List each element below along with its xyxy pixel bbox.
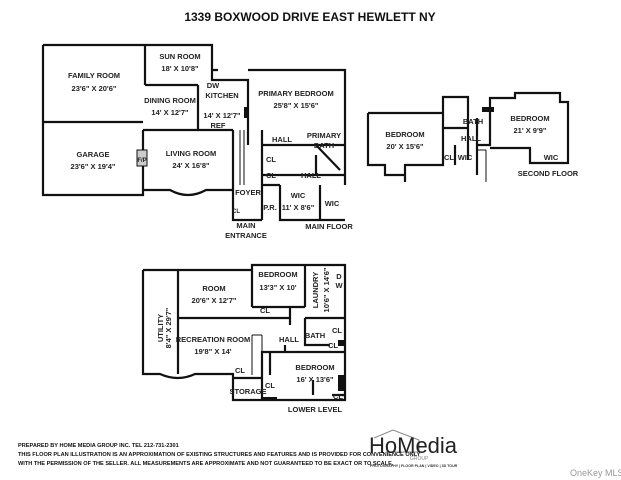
dim-laundry: 10'6" X 14'6" — [322, 267, 331, 312]
label-recreation-room: RECREATION ROOM — [176, 335, 250, 344]
label-bedroom-lower-2: BEDROOM — [295, 363, 334, 372]
dim-family-room: 23'6" X 20'6" — [72, 84, 117, 93]
dim-utility: 8'4" X 29'7" — [164, 307, 173, 348]
label-wic-2: WIC — [325, 199, 340, 208]
footer-disclaimer-2: WITH THE PERMISSION OF THE SELLER. ALL M… — [18, 461, 394, 467]
label-primary-bath: PRIMARY — [307, 131, 341, 140]
dim-room: 20'6" X 12'7" — [192, 296, 237, 305]
label-hall: HALL — [272, 135, 292, 144]
logo-tagline: PHOTOGRAPHY | FLOOR PLAN | VIDEO | 3D TO… — [370, 464, 458, 468]
label-cl-2: CL — [266, 171, 276, 180]
second-floor-plan: BEDROOM 20' X 15'6" BATH HALL CL WIC BED… — [366, 91, 579, 182]
label-cl-lower-2: CL — [332, 326, 342, 335]
label-bedroom-second-1: BEDROOM — [385, 130, 424, 139]
label-main-entrance: MAIN — [236, 221, 255, 230]
label-fireplace: F/P — [137, 158, 146, 164]
main-floor-plan: FAMILY ROOM 23'6" X 20'6" SUN ROOM 18' X… — [41, 43, 353, 240]
dim-kitchen: 14' X 12'7" — [203, 111, 241, 120]
label-garage: GARAGE — [77, 150, 110, 159]
dim-wic: 11' X 8'6" — [282, 203, 315, 212]
label-bedroom-second-2: BEDROOM — [510, 114, 549, 123]
label-bedroom-lower-1: BEDROOM — [258, 270, 297, 279]
label-wic-second-2: WIC — [544, 153, 559, 162]
watermark: OneKey MLS — [570, 468, 621, 478]
label-cl-lower-6: CL — [333, 392, 343, 401]
dim-living-room: 24' X 16'8" — [172, 161, 210, 170]
label-laundry: LAUNDRY — [311, 272, 320, 308]
label-living-room: LIVING ROOM — [166, 149, 216, 158]
label-sun-room: SUN ROOM — [159, 52, 200, 61]
label-main-entrance-2: ENTRANCE — [225, 231, 267, 240]
label-powder-room: P.R. — [263, 203, 277, 212]
plan-title: 1339 BOXWOOD DRIVE EAST HEWLETT NY — [184, 10, 435, 24]
logo-text: HoMedia — [369, 433, 458, 458]
label-hall-second: HALL — [461, 134, 481, 143]
label-lower-level: LOWER LEVEL — [288, 405, 343, 414]
label-ref: REF — [211, 121, 226, 130]
label-bath-second: BATH — [463, 117, 483, 126]
label-room: ROOM — [202, 284, 225, 293]
label-wic: WIC — [291, 191, 306, 200]
dim-sun-room: 18' X 10'8" — [161, 64, 199, 73]
dim-garage: 23'6" X 19'4" — [71, 162, 116, 171]
label-hall-2: HALL — [301, 171, 321, 180]
wall-block — [244, 107, 248, 118]
label-dw: DW — [207, 81, 220, 90]
label-cl-lower-3: CL — [328, 341, 338, 350]
lower-level-plan: UTILITY 8'4" X 29'7" ROOM 20'6" X 12'7" … — [141, 263, 347, 414]
label-cl: CL — [266, 155, 276, 164]
label-cl-lower-4: CL — [235, 366, 245, 375]
label-foyer: FOYER — [235, 188, 261, 197]
fireplace-icon — [136, 149, 148, 167]
label-primary-bedroom: PRIMARY BEDROOM — [258, 89, 333, 98]
label-utility: UTILITY — [156, 314, 165, 342]
dim-bedroom-lower-1: 13'3" X 10' — [259, 283, 296, 292]
label-cl-second: CL — [444, 153, 454, 162]
footer-disclaimer-1: THIS FLOOR PLAN ILLUSTRATION IS AN APPRO… — [18, 452, 421, 458]
dim-recreation-room: 19'8" X 14' — [194, 347, 231, 356]
label-wic-second: WIC — [458, 153, 473, 162]
label-hall-lower: HALL — [279, 335, 299, 344]
label-second-floor: SECOND FLOOR — [518, 169, 579, 178]
label-main-floor: MAIN FLOOR — [305, 222, 353, 231]
dim-bedroom-lower-2: 16' X 13'6" — [296, 375, 334, 384]
label-kitchen: KITCHEN — [205, 91, 238, 100]
dim-primary-bedroom: 25'8" X 15'6" — [274, 101, 319, 110]
label-cl-3: CL — [232, 209, 240, 215]
dim-bedroom-second-1: 20' X 15'6" — [386, 142, 424, 151]
label-cl-lower-1: CL — [260, 306, 270, 315]
label-storage: STORAGE — [230, 387, 267, 396]
label-dw-lower: D — [336, 272, 342, 281]
label-dw-lower-2: W — [335, 281, 343, 290]
homedia-logo: HoMedia GROUP PHOTOGRAPHY | FLOOR PLAN |… — [369, 429, 458, 468]
footer-prepared-by: PREPARED BY HOME MEDIA GROUP INC. TEL 21… — [18, 443, 179, 449]
dim-bedroom-second-2: 21' X 9'9" — [514, 126, 547, 135]
label-primary-bath-2: BATH — [314, 141, 334, 150]
label-cl-lower-5: CL — [265, 381, 275, 390]
label-family-room: FAMILY ROOM — [68, 71, 120, 80]
dim-dining-room: 14' X 12'7" — [151, 108, 189, 117]
logo-sub: GROUP — [410, 456, 429, 462]
label-dining-room: DINING ROOM — [144, 96, 196, 105]
label-bath-lower: BATH — [305, 331, 325, 340]
